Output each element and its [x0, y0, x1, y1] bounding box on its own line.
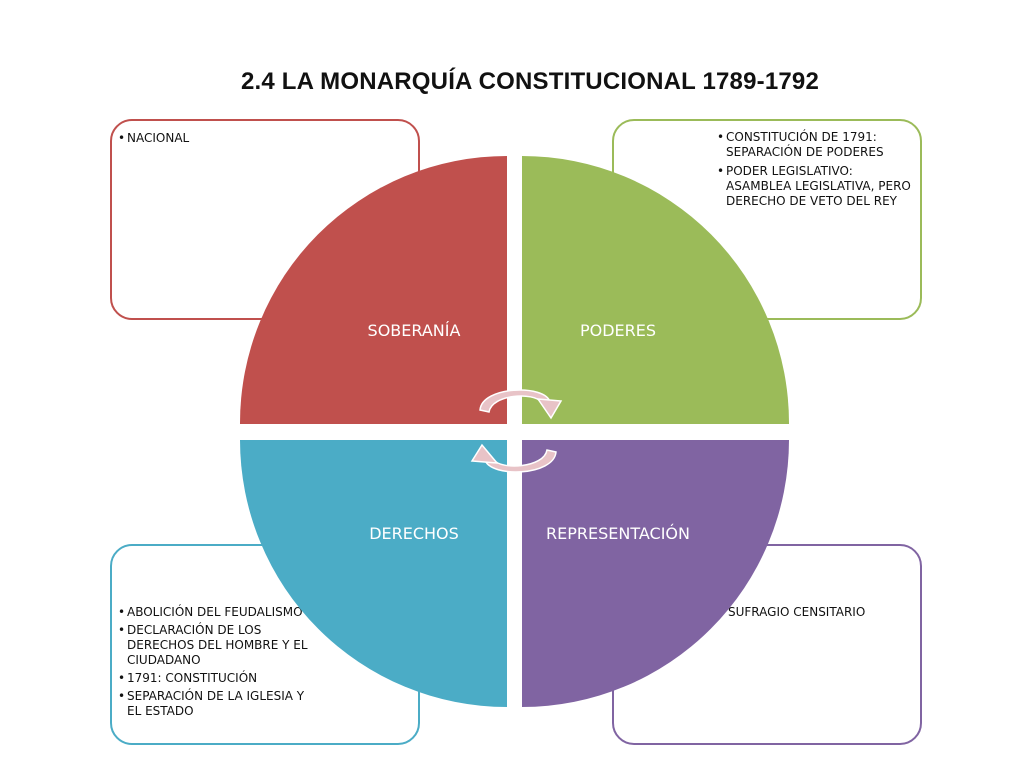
quadrant-poderes [522, 156, 790, 424]
quadrant-label-poderes: PODERES [580, 321, 656, 340]
quadrant-soberania [239, 156, 507, 424]
list-item: 1791: CONSTITUCIÓN [117, 671, 317, 686]
arrow-head-top [536, 398, 563, 420]
quadrant-derechos [240, 440, 507, 707]
arrow-head-bottom [470, 443, 499, 464]
list-item: DECLARACIÓN DE LOS DERECHOS DEL HOMBRE Y… [117, 623, 317, 668]
poderes-list: CONSTITUCIÓN DE 1791: SEPARACIÓN DE PODE… [716, 130, 916, 213]
soberania-list: NACIONAL [117, 131, 407, 150]
quadrant-label-derechos: DERECHOS [369, 524, 459, 543]
derechos-list: ABOLICIÓN DEL FEUDALISMO DECLARACIÓN DE … [117, 605, 317, 722]
quadrant-label-soberania: SOBERANÍA [368, 321, 461, 340]
list-item: NACIONAL [117, 131, 407, 146]
quadrant-label-representacion: REPRESENTACIÓN [546, 524, 690, 543]
quadrant-representacion [522, 440, 789, 707]
list-item: ABOLICIÓN DEL FEUDALISMO [117, 605, 317, 620]
list-item: PODER LEGISLATIVO: ASAMBLEA LEGISLATIVA,… [716, 164, 916, 209]
circular-arrows-icon [470, 389, 563, 473]
list-item: CONSTITUCIÓN DE 1791: SEPARACIÓN DE PODE… [716, 130, 916, 160]
list-item: SEPARACIÓN DE LA IGLESIA Y EL ESTADO [117, 689, 317, 719]
page-title: 2.4 LA MONARQUÍA CONSTITUCIONAL 1789-179… [240, 68, 820, 95]
